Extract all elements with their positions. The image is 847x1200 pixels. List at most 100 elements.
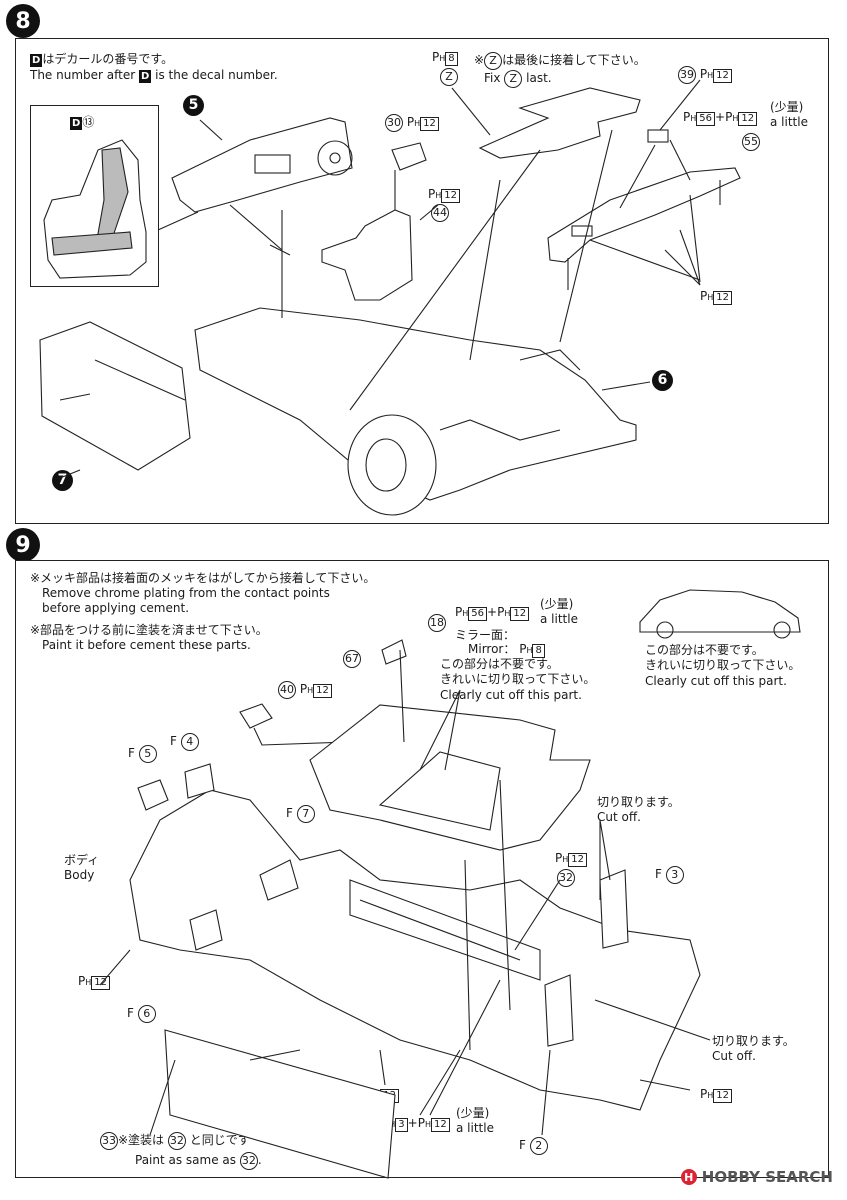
ph-h-seat: H bbox=[435, 191, 442, 200]
interior-panel-67 bbox=[309, 704, 591, 851]
mirror-en: Mirror： bbox=[468, 642, 516, 656]
part-18-number: 18 bbox=[428, 614, 446, 632]
ph-h-12b: H bbox=[732, 114, 739, 123]
decal-note-en: The number after D is the decal number. bbox=[30, 68, 278, 83]
part-55-label: 55 bbox=[742, 133, 760, 151]
cutoff-bottom-en: Cut off. bbox=[712, 1049, 756, 1063]
ph-h-39: H bbox=[707, 71, 714, 80]
roof-cut-jp1: この部分は不要です。 bbox=[645, 643, 764, 657]
paint-note-jp: ※部品をつける前に塗装を済ませて下さい。 bbox=[30, 623, 268, 637]
f3-f: F bbox=[655, 867, 662, 881]
ph-p-3b: P bbox=[417, 1116, 425, 1130]
ph-p-m56: P bbox=[455, 605, 463, 619]
chrome-note-en1: Remove chrome plating from the contact p… bbox=[42, 586, 330, 600]
chrome-note-en2: before applying cement. bbox=[42, 601, 190, 615]
dashboard-drawing bbox=[157, 117, 353, 251]
ph-h-l: H bbox=[85, 978, 92, 987]
mix3-small-jp: (少量) bbox=[456, 1106, 490, 1120]
ph-h-3b: H bbox=[424, 1120, 431, 1129]
body-jp: ボディ bbox=[64, 853, 100, 867]
part-6-label: 6 bbox=[652, 370, 673, 391]
cutoff-top-en: Cut off. bbox=[597, 810, 641, 824]
f4-label: F 4 bbox=[170, 733, 199, 751]
color-m12: 12 bbox=[510, 607, 530, 621]
part-67-label: 67 bbox=[343, 650, 361, 668]
paint-same-en: Paint as same as bbox=[135, 1153, 237, 1167]
z-panel-drawing bbox=[451, 87, 641, 159]
part-33-note-jp: 33※塗装は 32 と同じです bbox=[100, 1132, 250, 1150]
paint-same-pre: ※塗装は bbox=[118, 1133, 165, 1147]
f7-f: F bbox=[286, 806, 293, 820]
d-mark: D bbox=[30, 54, 43, 67]
ph-p-r: P bbox=[700, 1087, 708, 1101]
ph-p-30: P bbox=[406, 115, 415, 129]
mirror-small-jp: (少量) bbox=[540, 597, 574, 611]
ph-h-r: H bbox=[707, 1091, 714, 1100]
cut-part-jp1: この部分は不要です。 bbox=[440, 657, 559, 671]
decal-note-en-post: is the decal number. bbox=[155, 68, 278, 82]
part-32-number: 32 bbox=[557, 869, 575, 887]
mirror-face-label: ミラー面： bbox=[455, 628, 515, 643]
z-mark-3: Z bbox=[504, 70, 523, 88]
f4-f: F bbox=[170, 734, 177, 748]
part-32-ref: 32 bbox=[167, 1132, 186, 1150]
z-asterisk: ※ bbox=[474, 53, 485, 67]
color-m56: 56 bbox=[468, 607, 487, 621]
f6-n: 6 bbox=[137, 1005, 156, 1023]
part-44-number: 44 bbox=[431, 204, 449, 222]
part-32-ref-en: 32 bbox=[239, 1152, 258, 1170]
part-33-drawing bbox=[164, 1029, 396, 1179]
z-mark-2: Z bbox=[484, 52, 503, 70]
small-f-parts bbox=[137, 763, 629, 1047]
color-12-3b: 12 bbox=[430, 1118, 450, 1132]
z-mark: Z bbox=[440, 68, 458, 86]
f6-f: F bbox=[127, 1006, 134, 1020]
fix-word: Fix bbox=[484, 71, 501, 85]
color-12-rear: 12 bbox=[713, 291, 732, 305]
seat-decal-d: D bbox=[70, 117, 83, 130]
cutoff-top-jp: 切り取ります。 bbox=[597, 795, 680, 809]
part-67-number: 67 bbox=[343, 650, 361, 668]
f5-f: F bbox=[128, 746, 135, 760]
decal-note-en-pre: The number after bbox=[30, 68, 136, 82]
color-3: 3 bbox=[395, 1118, 408, 1132]
f2-f: F bbox=[519, 1138, 526, 1152]
f4-n: 4 bbox=[180, 733, 199, 751]
mix3-small-en: a little bbox=[456, 1121, 494, 1135]
z-note-en: Fix Z last. bbox=[484, 70, 552, 88]
z-circle: Z bbox=[440, 68, 458, 86]
watermark-text: HOBBY SEARCH bbox=[701, 1168, 833, 1186]
chassis-drawing bbox=[194, 129, 651, 516]
z-note-jp-text: は最後に接着して下さい。 bbox=[502, 53, 646, 67]
f2-label: F 2 bbox=[519, 1137, 548, 1155]
color-8: 8 bbox=[445, 52, 458, 66]
ph-p-m8: P bbox=[519, 642, 527, 656]
ph-h-m12: H bbox=[504, 609, 511, 618]
small-amount-en: a little bbox=[770, 115, 808, 129]
cut-part-en: Clearly cut off this part. bbox=[440, 688, 582, 702]
f2-n: 2 bbox=[529, 1137, 548, 1155]
roof-car-silhouette bbox=[639, 589, 801, 639]
color-12b: 12 bbox=[738, 112, 758, 126]
ph-h: H bbox=[439, 54, 446, 63]
part-33-number: 33 bbox=[100, 1132, 118, 1150]
paint-same-post: と同じです bbox=[189, 1133, 250, 1147]
step-9-number: 9 bbox=[15, 532, 31, 558]
small-amount-jp: (少量) bbox=[770, 100, 804, 114]
f7-n: 7 bbox=[296, 805, 315, 823]
ph-h-40: H bbox=[307, 686, 314, 695]
color-12-30: 12 bbox=[420, 117, 439, 131]
part-40-number: 40 bbox=[278, 681, 296, 699]
paint-note-en: Paint it before cement these parts. bbox=[42, 638, 251, 652]
seat-parts-drawing bbox=[321, 142, 427, 301]
part-7-drawing bbox=[39, 321, 191, 479]
